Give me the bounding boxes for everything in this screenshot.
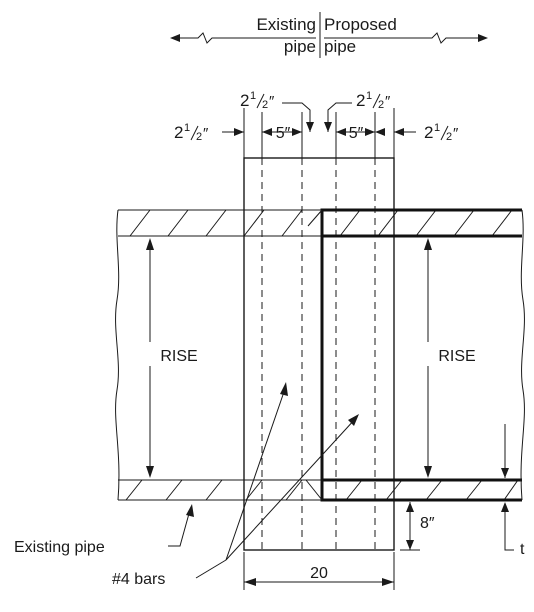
dim-2half-outer-left: 2 1 2 ″ xyxy=(174,122,209,143)
dim-five-right: 5″ xyxy=(349,125,364,142)
header-left-leader xyxy=(176,32,316,44)
dim-2half-upper-left: 2 1 2 ″ xyxy=(240,90,275,111)
callout-existing-pipe: Existing pipe xyxy=(14,504,194,556)
header-right-leader xyxy=(324,32,482,44)
dim-width: 20 xyxy=(310,565,328,582)
dim-width-group: 20 xyxy=(243,552,395,590)
svg-text:2: 2 xyxy=(378,99,384,111)
header-proposed-label: Proposed xyxy=(324,15,397,34)
rise-dimension-right: RISE xyxy=(424,238,494,478)
rise-left-label: RISE xyxy=(160,348,197,365)
header-existing-label: Existing xyxy=(256,15,316,34)
dim-five-left: 5″ xyxy=(276,125,291,142)
rise-dimension-left: RISE xyxy=(136,238,206,478)
svg-text:2: 2 xyxy=(356,91,365,110)
dim-thickness-group: t xyxy=(501,424,525,558)
svg-text:1: 1 xyxy=(366,90,372,102)
svg-text:″: ″ xyxy=(385,93,391,110)
header-left-arrowhead xyxy=(170,34,180,42)
svg-text:1: 1 xyxy=(184,122,190,134)
concrete-collar xyxy=(243,108,395,551)
dim-eight: 8″ xyxy=(420,515,435,532)
right-break-line xyxy=(520,209,525,501)
svg-text:1: 1 xyxy=(434,122,440,134)
bars-label: #4 bars xyxy=(112,571,165,588)
bottom-wall-hatch-existing xyxy=(125,479,303,501)
dim-thickness: t xyxy=(520,541,525,558)
bottom-wall-hatch-proposed xyxy=(345,479,519,501)
dim-eight-group: 8″ xyxy=(400,502,435,551)
pipe-walls xyxy=(115,208,525,502)
svg-text:2: 2 xyxy=(424,123,433,142)
existing-pipe-label: Existing pipe xyxy=(14,539,105,556)
dim-2half-upper-right: 2 1 2 ″ xyxy=(356,90,391,111)
svg-text:2: 2 xyxy=(446,131,452,143)
callout-bars: #4 bars xyxy=(112,382,359,588)
collar-outline xyxy=(243,157,395,551)
joint-bottom-diagonal xyxy=(305,479,323,501)
svg-text:2: 2 xyxy=(196,131,202,143)
rise-right-label: RISE xyxy=(438,348,475,365)
svg-text:2: 2 xyxy=(240,91,249,110)
left-break-line xyxy=(115,209,120,501)
svg-text:″: ″ xyxy=(269,93,275,110)
svg-text:″: ″ xyxy=(203,125,209,142)
header-existing-proposed: Existing Proposed pipe pipe xyxy=(170,12,488,58)
joint-top-diagonal xyxy=(307,209,323,227)
top-wall-hatch-existing xyxy=(129,209,303,237)
dim-2half-outer-right: 2 1 2 ″ xyxy=(424,122,459,143)
header-existing-pipe: pipe xyxy=(284,37,316,56)
svg-text:1: 1 xyxy=(250,90,256,102)
top-dimensions: 5″ 5″ xyxy=(222,102,416,142)
header-proposed-pipe: pipe xyxy=(324,37,356,56)
top-wall-hatch-proposed xyxy=(339,209,513,237)
svg-text:″: ″ xyxy=(453,125,459,142)
svg-text:2: 2 xyxy=(262,99,268,111)
svg-text:2: 2 xyxy=(174,123,183,142)
header-right-arrowhead xyxy=(478,34,488,42)
proposed-pipe-outer xyxy=(320,208,522,502)
